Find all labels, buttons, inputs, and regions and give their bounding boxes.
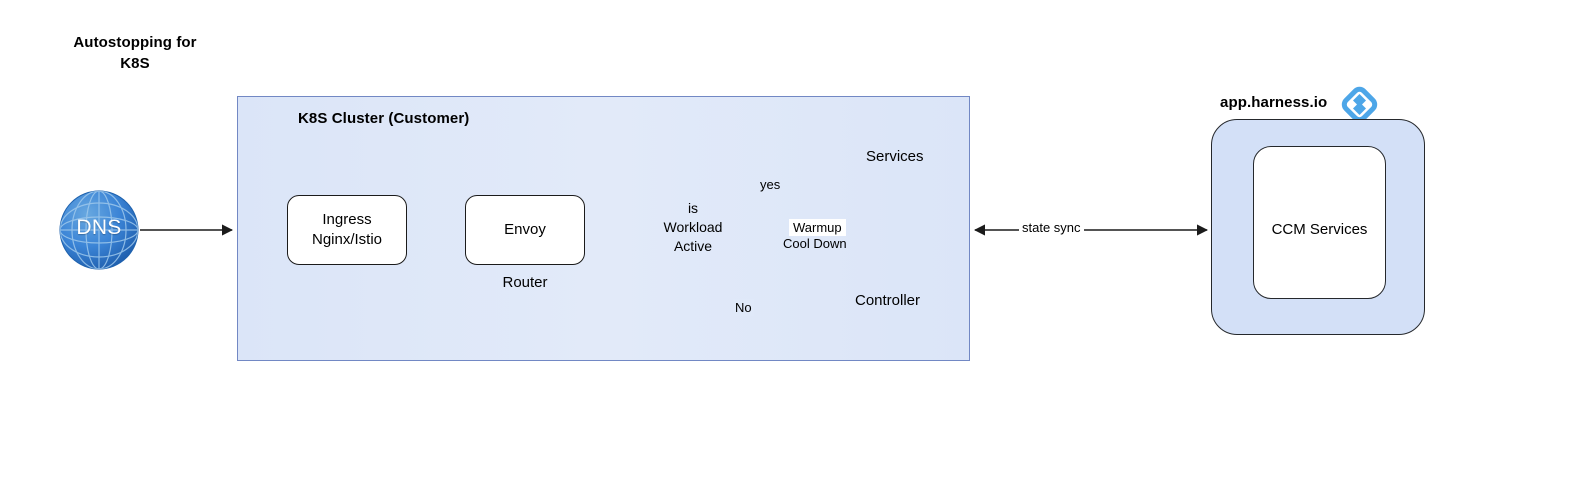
decision-label-line1: is: [687, 200, 699, 216]
decision-label: is Workload Active: [642, 199, 744, 256]
edge-label-no: No: [733, 299, 754, 316]
ingress-label-line2: Nginx/Istio: [311, 231, 383, 248]
edge-label-cooldown: Cool Down: [783, 236, 847, 251]
harness-logo-icon: [1341, 86, 1378, 123]
dns-label: DNS: [76, 216, 122, 239]
page-title: Autostopping for K8S: [30, 32, 240, 74]
ingress-node: Ingress Nginx/Istio: [287, 195, 407, 265]
ingress-label-line1: Ingress: [322, 211, 372, 228]
envoy-node: Envoy: [465, 195, 585, 265]
controller-label: Controller: [855, 292, 921, 309]
envoy-label: Envoy: [504, 221, 546, 238]
router-sublabel: Router: [502, 274, 548, 291]
services-label: Services: [866, 148, 924, 165]
k8s-cluster-title: K8S Cluster (Customer): [298, 110, 470, 127]
dns-globe-icon: [59, 190, 139, 270]
ccm-services-label: CCM Services: [1271, 221, 1368, 238]
harness-title: app.harness.io: [1220, 94, 1328, 111]
edge-label-state-sync: state sync: [1019, 219, 1084, 236]
edge-label-yes: yes: [760, 177, 781, 192]
ccm-services-box: [1253, 146, 1386, 299]
decision-label-line2: Workload: [663, 219, 723, 235]
decision-label-line3: Active: [673, 238, 713, 254]
page-title-line2: K8S: [120, 55, 150, 72]
edge-label-warmup: Warmup: [789, 219, 846, 236]
page-title-line1: Autostopping for: [73, 34, 197, 51]
